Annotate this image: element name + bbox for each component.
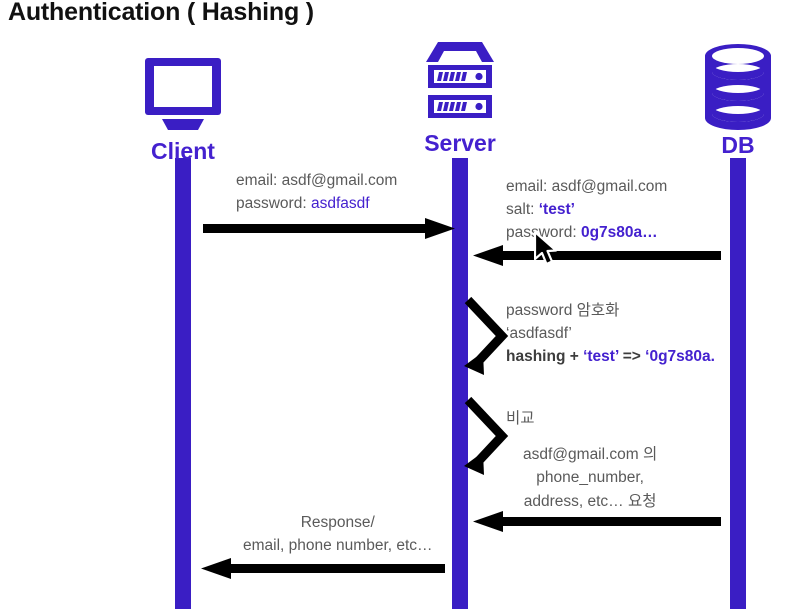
message-line: email: asdf@gmail.com [236,172,398,189]
arrow-profile-request [473,511,721,533]
message-profile-request-text: asdf@gmail.com 의 phone_number, address, … [523,443,657,513]
page-title: Authentication ( Hashing ) [8,0,314,26]
arrow-self-compare [462,396,514,478]
actor-db-label: DB [721,132,755,158]
message-line: Response/ [300,514,375,531]
message-line: asdf@gmail.com 의 [523,446,658,463]
monitor-icon [113,48,253,138]
actor-db: DB [668,42,800,157]
actor-client-label: Client [151,138,215,164]
message-login-request-text: email: asdf@gmail.com password: asdfasdf [236,170,397,216]
message-line: password: asdfasdf [236,194,370,212]
arrow-db-lookup-response [473,245,721,267]
message-line: email: asdf@gmail.com [506,178,668,195]
arrow-login-request [203,218,455,240]
message-line: password: 0g7s80a… [506,223,658,241]
mouse-pointer-icon [533,230,560,273]
message-line: phone_number, [536,469,644,487]
message-line: email, phone number, etc… [243,537,433,555]
actor-server-label: Server [424,130,496,156]
message-line: password 암호화 [506,302,620,319]
actor-server: Server [390,40,530,155]
message-line: hashing + ‘test’ => ‘0g7s80a. [506,347,715,365]
message-line: 비교 [506,410,535,427]
message-client-response-text: Response/ email, phone number, etc… [243,511,433,558]
lifeline-db [730,158,746,609]
actor-client: Client [113,48,253,163]
lifeline-client [175,158,191,609]
arrow-self-password-hashing [462,296,514,378]
message-password-hashing-text: password 암호화 ‘asdfasdf’ hashing + ‘test’… [506,300,715,369]
message-line: address, etc… 요청 [523,492,657,510]
database-cylinder-icon [668,42,800,132]
message-line: salt: ‘test’ [506,200,575,218]
message-db-lookup-response-text: email: asdf@gmail.com salt: ‘test’ passw… [506,176,667,245]
lifeline-server [452,158,468,609]
message-line: ‘asdfasdf’ [506,324,572,342]
server-rack-icon [390,40,530,130]
arrow-client-response [201,558,445,580]
message-compare-text: 비교 [506,408,535,431]
